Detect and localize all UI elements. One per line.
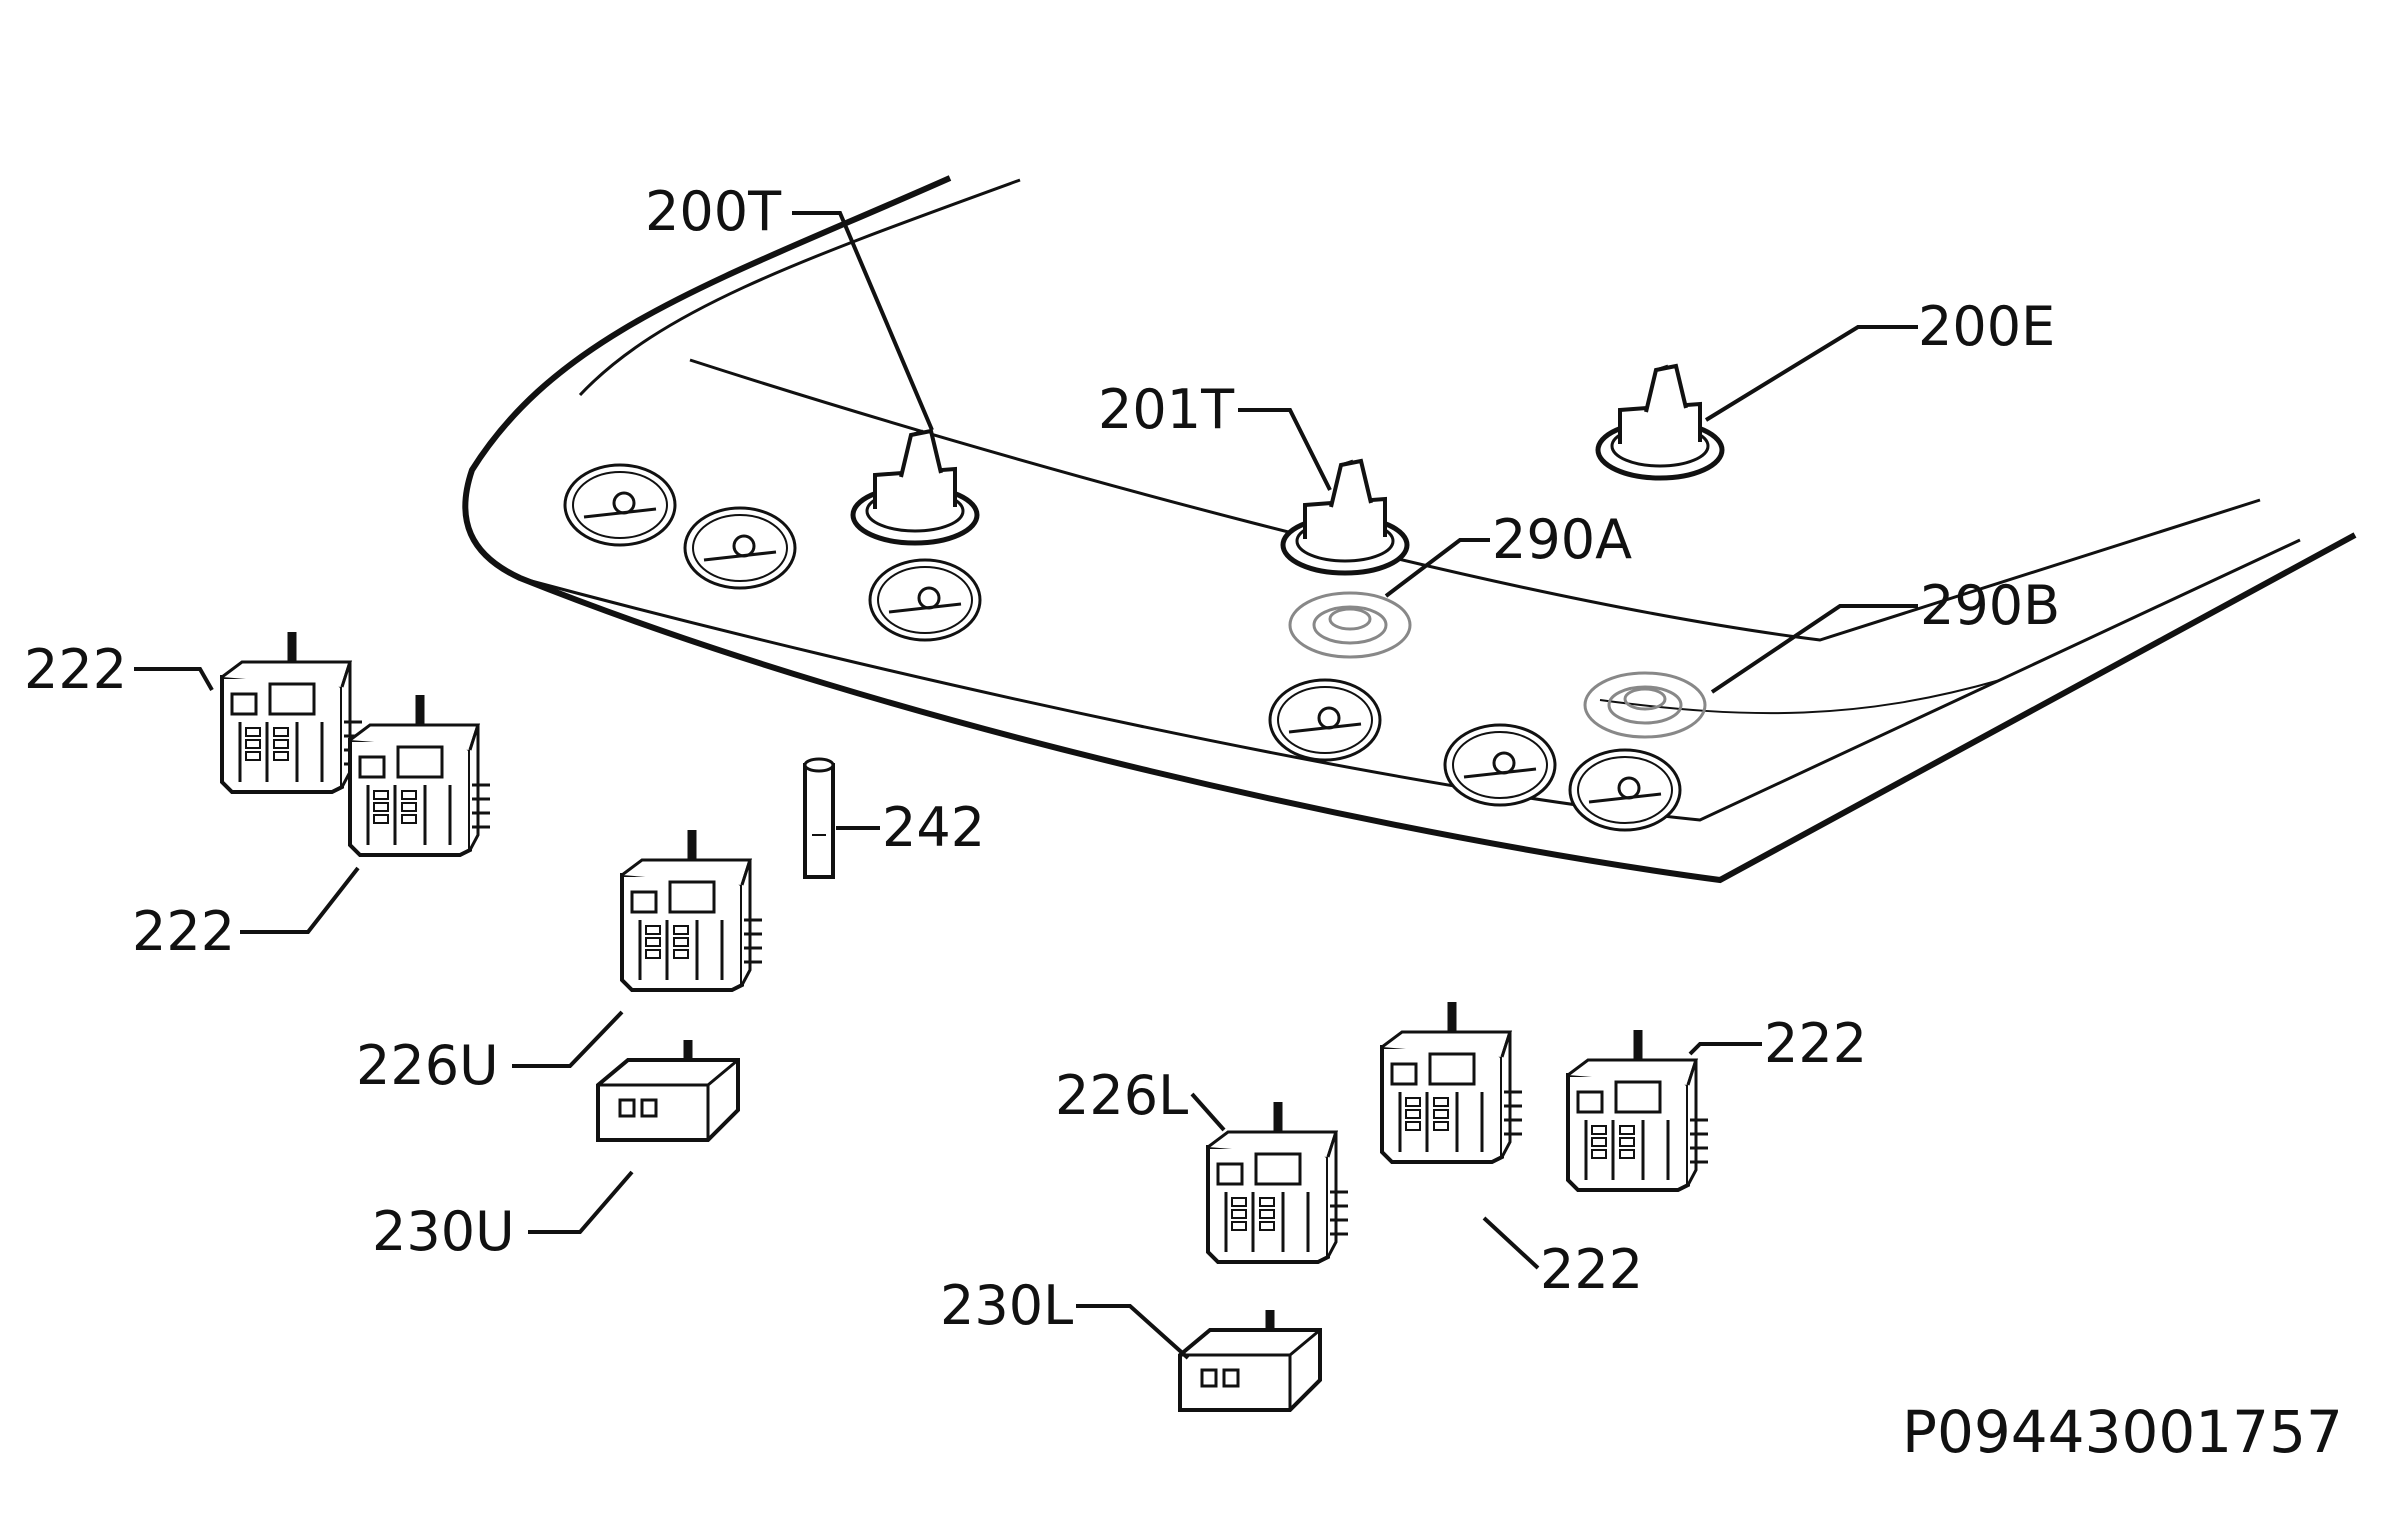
label-226L: 226L bbox=[1055, 1064, 1188, 1127]
switch-226L bbox=[1208, 1102, 1348, 1262]
label-200T: 200T bbox=[645, 180, 782, 243]
label-226U: 226U bbox=[356, 1034, 499, 1097]
switch-222-b bbox=[350, 695, 490, 855]
document-id: P09443001757 bbox=[1902, 1398, 2343, 1466]
label-290B: 290B bbox=[1920, 574, 2060, 637]
label-230L: 230L bbox=[940, 1274, 1073, 1337]
switch-226U bbox=[622, 830, 762, 990]
label-222-c: 222 bbox=[1540, 1238, 1643, 1301]
label-201T: 201T bbox=[1098, 378, 1235, 441]
label-200E: 200E bbox=[1918, 295, 2055, 358]
switch-222-c bbox=[1382, 1002, 1522, 1162]
module-230U bbox=[598, 1040, 738, 1140]
label-222-d: 222 bbox=[1764, 1012, 1867, 1075]
label-242: 242 bbox=[882, 796, 985, 859]
switch-222-a bbox=[222, 632, 362, 792]
label-222-b: 222 bbox=[132, 900, 235, 963]
switch-222-d bbox=[1568, 1030, 1708, 1190]
label-290A: 290A bbox=[1492, 508, 1632, 571]
label-222-a: 222 bbox=[24, 638, 127, 701]
rod-242 bbox=[803, 757, 835, 879]
label-230U: 230U bbox=[372, 1200, 515, 1263]
leader-lines bbox=[134, 211, 1918, 1360]
module-230L bbox=[1180, 1310, 1320, 1410]
callout-labels: 200T 201T 200E 290A 290B 222 222 242 226… bbox=[24, 180, 2343, 1466]
